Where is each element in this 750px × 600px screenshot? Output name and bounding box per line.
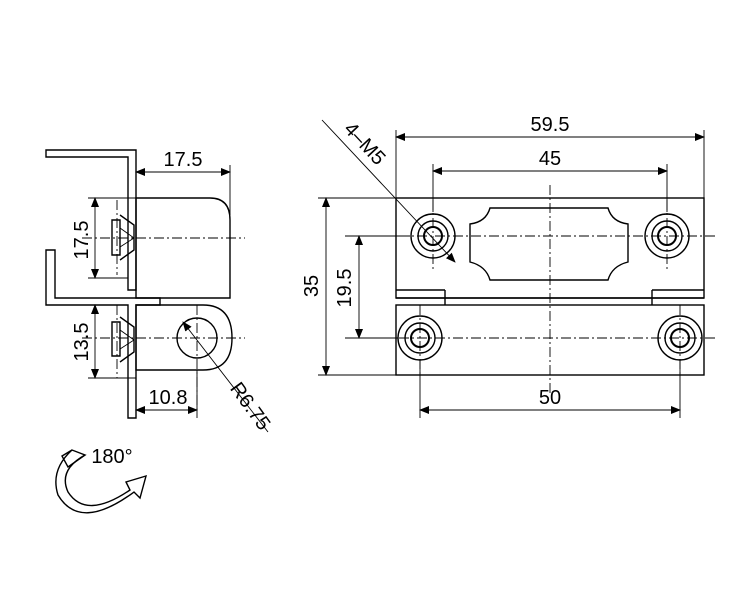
center-slot	[469, 207, 629, 281]
rotation-label: 180°	[91, 446, 132, 468]
overall-height-label: 35	[301, 275, 323, 297]
side-width-label: 17.5	[164, 149, 203, 171]
lower-screw	[111, 316, 135, 363]
lower-bracket	[45, 249, 161, 419]
side-lower-height-label: 13.5	[71, 323, 93, 362]
side-upper-height-label: 17.5	[71, 221, 93, 260]
upper-bracket	[45, 149, 137, 291]
radius-label: R6.75	[225, 378, 274, 434]
side-bottom-offset-label: 10.8	[149, 387, 188, 409]
upper-screw	[111, 214, 135, 261]
top-hole-spacing-label: 45	[539, 148, 561, 170]
upper-body	[135, 197, 231, 299]
rotation-arrow-icon	[55, 449, 148, 514]
front-view: 4–M5 59.5 45 35 19.5 50	[301, 114, 715, 418]
bottom-hole-spacing-label: 50	[539, 387, 561, 409]
overall-length-label: 59.5	[531, 114, 570, 136]
side-view: 17.5 17.5 13.5 10.8 R6.75 180°	[45, 149, 274, 514]
holes-label: 4–M5	[339, 118, 389, 170]
upper-part-height-label: 19.5	[334, 269, 356, 308]
